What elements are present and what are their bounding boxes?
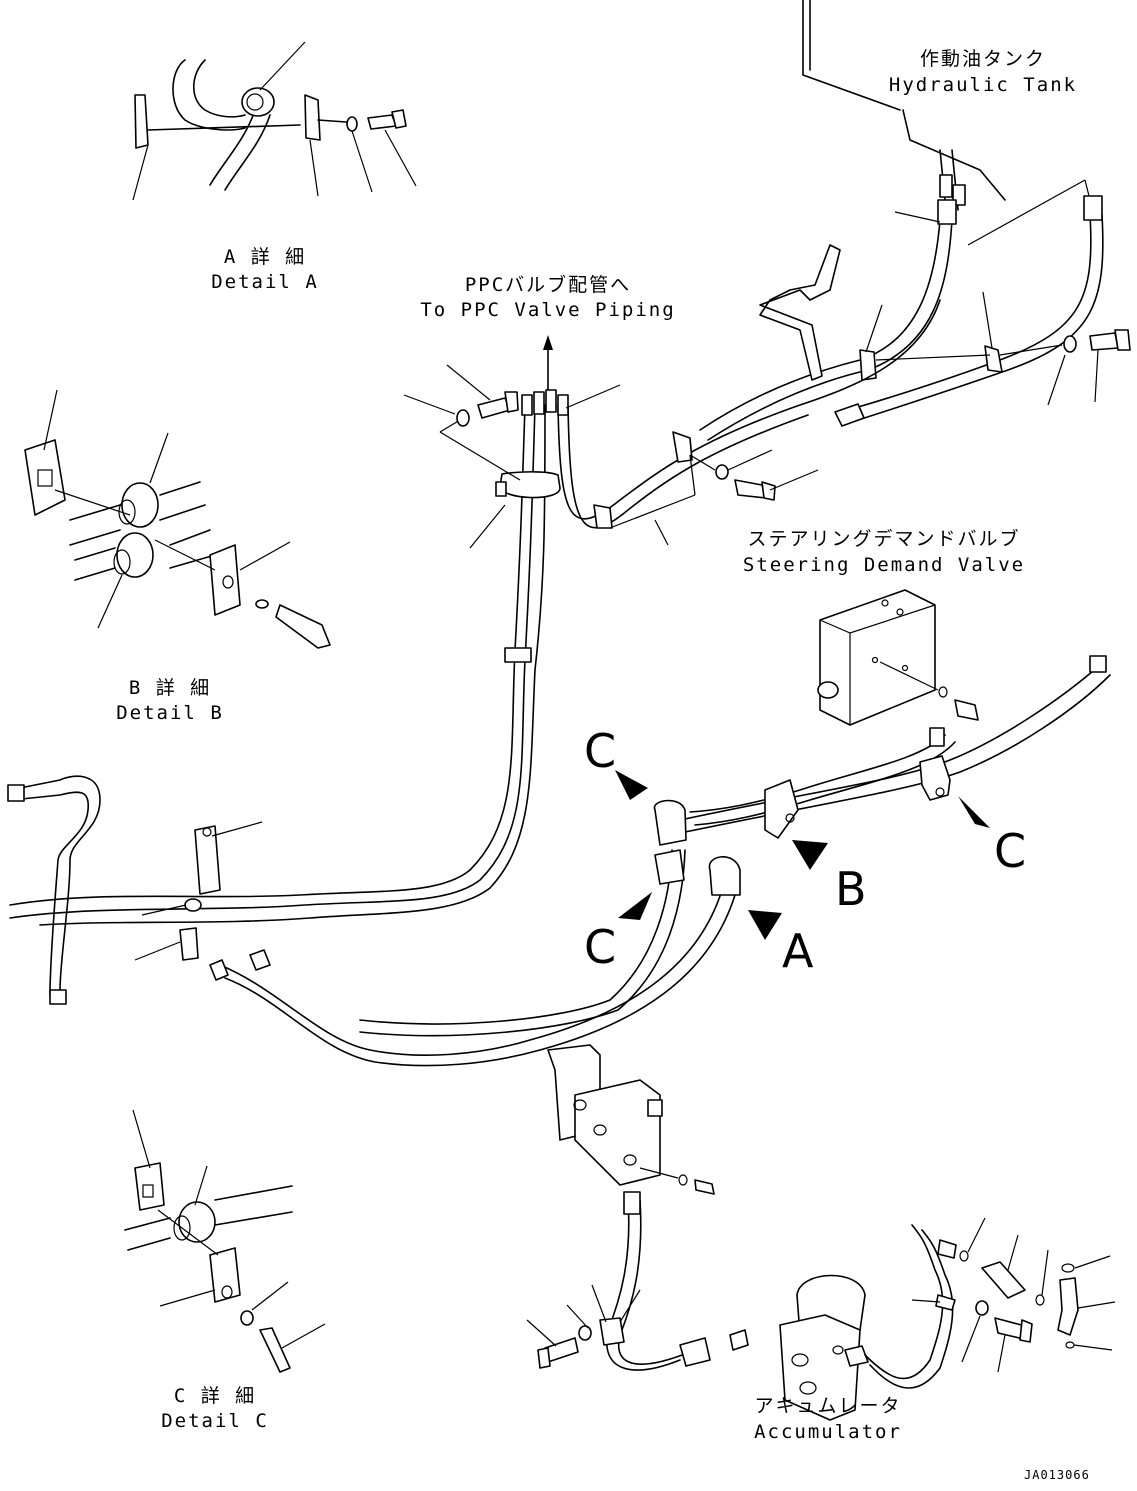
clip-a xyxy=(708,856,741,896)
steering-valve-drawing xyxy=(817,589,979,726)
detail-c-label-jp: C 詳 細 xyxy=(173,1385,257,1407)
arrow-b-icon xyxy=(792,840,828,870)
view-marker-b: B xyxy=(835,862,867,916)
grommet-c xyxy=(178,1201,216,1243)
detail-a-label-en: Detail A xyxy=(211,271,319,293)
arrow-c-top-icon xyxy=(615,770,648,800)
accumulator-base xyxy=(779,1314,861,1421)
clip-c-top xyxy=(653,799,687,846)
view-marker-c-bottom: C xyxy=(584,920,617,974)
clamp-half-left xyxy=(134,94,149,149)
grommet xyxy=(241,87,275,117)
hose-clip-3 xyxy=(672,431,693,463)
bolt-b xyxy=(275,604,331,649)
clamp-left xyxy=(194,825,221,895)
detail-b-label-en: Detail B xyxy=(116,702,224,724)
steering-hoses xyxy=(7,655,1111,1067)
steering-valve-label-en: Steering Demand Valve xyxy=(742,554,1026,576)
hydraulic-tank-drawing xyxy=(802,0,1091,246)
clamp-b-back xyxy=(24,439,66,516)
clip-c-right xyxy=(919,755,951,801)
hose-clip-1 xyxy=(859,349,877,381)
view-marker-c-top: C xyxy=(584,724,617,778)
bolt xyxy=(367,114,397,130)
clamp-half-right xyxy=(304,94,321,141)
elbow-fitting xyxy=(1057,1277,1079,1336)
arrow-a-icon xyxy=(748,910,782,940)
hydraulic-tank-label-jp: 作動油タンク xyxy=(919,48,1047,70)
clamp-b-front xyxy=(209,544,241,616)
washer xyxy=(346,116,358,132)
hydraulic-tank-label-en: Hydraulic Tank xyxy=(888,74,1078,96)
bundle-band xyxy=(504,647,532,663)
detail-a-label-jp: A 詳 細 xyxy=(223,246,307,268)
bolt-c xyxy=(259,1327,291,1373)
detail-c-label-en: Detail C xyxy=(161,1410,269,1432)
steering-valve-label-jp: ステアリングデマンドバルブ xyxy=(747,528,1021,550)
clamp-c-back xyxy=(134,1162,165,1211)
accumulator-label-jp: アキュムレータ xyxy=(754,1395,902,1417)
valve-body xyxy=(819,589,936,726)
clip-b xyxy=(764,779,799,839)
adapter xyxy=(981,1261,1026,1299)
arrow-up-icon xyxy=(543,335,553,350)
clip-accum xyxy=(599,1317,625,1346)
bolt-tank xyxy=(1089,332,1119,351)
bracket xyxy=(759,244,841,381)
grommet-b2 xyxy=(116,532,154,578)
bundle-clamp xyxy=(499,471,561,499)
view-marker-c-right: C xyxy=(994,824,1027,878)
hose-clip-2 xyxy=(984,345,1003,373)
fitting-tank-1 xyxy=(937,199,957,225)
detail-c-drawing xyxy=(124,1109,326,1373)
hose-clip-4 xyxy=(593,504,613,529)
bolt-ppc xyxy=(477,397,511,419)
tank-hoses xyxy=(699,195,1131,441)
detail-b-label-jp: B 詳 細 xyxy=(128,677,212,699)
grommet-b1 xyxy=(121,482,159,528)
ppc-hose-bundle xyxy=(9,299,941,926)
detail-b-drawing xyxy=(24,389,331,649)
bolt-left xyxy=(179,927,199,961)
clamp-c-front xyxy=(209,1247,241,1303)
drawing-code: JA013066 xyxy=(1024,1468,1090,1482)
arrow-c-bottom-icon xyxy=(618,892,652,920)
clip-c-bottom xyxy=(654,849,685,885)
accumulator-drawing xyxy=(526,1044,1116,1421)
arrow-c-right-icon xyxy=(958,796,990,828)
view-marker-a: A xyxy=(782,924,814,978)
fitting-tank-2 xyxy=(1083,195,1103,221)
detail-a-drawing xyxy=(132,41,417,201)
ppc-valve-label-en: To PPC Valve Piping xyxy=(420,299,676,321)
ppc-valve-label-jp: PPCバルブ配管へ xyxy=(464,274,632,296)
accumulator-label-en: Accumulator xyxy=(754,1421,902,1443)
